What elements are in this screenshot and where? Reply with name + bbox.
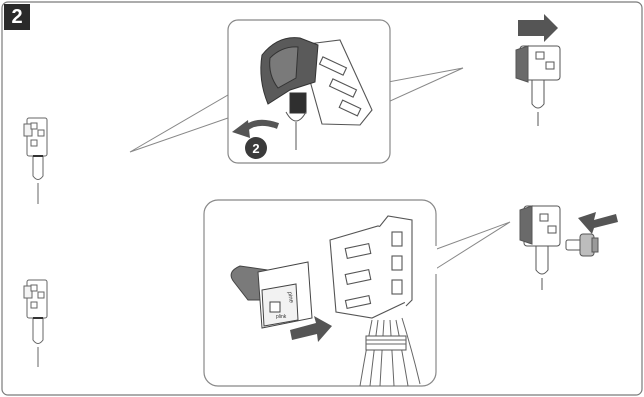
- dark-clip: [260, 37, 319, 150]
- small-cable-assembly-upper: [23, 117, 48, 204]
- lower-callout-pointer: [433, 221, 511, 271]
- clip-brand-label: plink: [276, 314, 287, 320]
- top-right-clip: [515, 14, 561, 126]
- right-middle-assembly: [519, 205, 618, 290]
- slide-right-arrow: [518, 14, 558, 42]
- top-callout: 2: [129, 19, 464, 164]
- lower-callout: pine plink: [203, 199, 511, 387]
- top-callout-pointer-left: [129, 94, 229, 153]
- push-left-arrow: [578, 212, 618, 234]
- cable-bundle: [359, 317, 421, 387]
- rotate-arrowhead: [232, 120, 250, 138]
- push-right-arrow: [290, 316, 332, 342]
- labelled-clip: pine plink: [230, 261, 313, 329]
- clip-side-label: pine: [286, 291, 294, 304]
- step-number-badge: 2: [4, 4, 30, 30]
- substep-badge: [245, 137, 267, 159]
- end-cap: [565, 233, 599, 257]
- rail-plate: [299, 39, 373, 126]
- small-cable-assembly-lower: [23, 279, 48, 367]
- rail-bracket: [329, 215, 413, 319]
- substep-number: 2: [252, 141, 259, 156]
- top-callout-pointer-right: [387, 67, 464, 103]
